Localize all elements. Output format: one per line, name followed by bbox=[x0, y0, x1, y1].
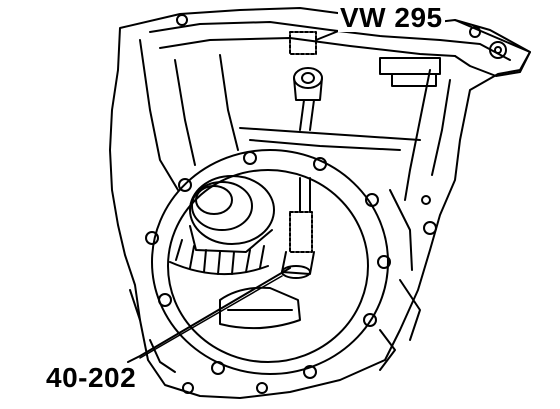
bolt-hole-d bbox=[365, 193, 379, 207]
top-flange-inner bbox=[159, 37, 456, 57]
vw295-tool-body bbox=[293, 77, 323, 101]
gear-teeth bbox=[175, 239, 265, 275]
shaft-bearing-mid bbox=[191, 181, 253, 231]
shaft-sleeve bbox=[189, 225, 273, 253]
vw295-tool-head-inner bbox=[301, 72, 315, 84]
bolt-hole-m bbox=[423, 221, 437, 235]
vw295-tool-shaft bbox=[299, 99, 315, 131]
bolt-hole-h bbox=[363, 313, 377, 327]
bolt-hole-e bbox=[145, 231, 159, 245]
upper-rib-right bbox=[404, 69, 431, 201]
top-flange bbox=[149, 21, 511, 61]
upper-rib-right-2 bbox=[431, 79, 451, 176]
right-rib-1 bbox=[389, 189, 413, 271]
bolt-hole-g bbox=[158, 293, 172, 307]
top-boss-block bbox=[379, 57, 441, 75]
bolt-hole-n bbox=[421, 195, 431, 205]
inner-shelf-2 bbox=[249, 139, 401, 151]
bolt-hole-j bbox=[303, 365, 317, 379]
upper-rib-2 bbox=[174, 59, 196, 166]
top-boss-block-2 bbox=[391, 73, 437, 87]
flange-hole-4 bbox=[176, 14, 188, 26]
flange-hole-1 bbox=[489, 41, 507, 59]
t40202-leader-2 bbox=[139, 275, 283, 359]
upper-rib-3 bbox=[219, 54, 239, 151]
inner-shelf bbox=[239, 127, 421, 141]
bolt-hole-a bbox=[243, 151, 257, 165]
shaft-bearing-inner bbox=[195, 185, 233, 215]
lower-pocket bbox=[219, 286, 301, 330]
gear-rim bbox=[169, 261, 269, 276]
t40202-tool-body bbox=[281, 251, 315, 275]
bolt-hole-l bbox=[182, 382, 194, 394]
flange-hole-3 bbox=[469, 26, 481, 38]
flange-hole-2 bbox=[494, 46, 502, 54]
vw295-tool-top bbox=[289, 31, 317, 55]
shaft-bearing-outer bbox=[189, 175, 275, 245]
t40202-tool-sleeve bbox=[289, 211, 313, 253]
bolt-hole-b bbox=[313, 157, 327, 171]
bell-opening-inner bbox=[167, 169, 369, 363]
bell-opening-outer bbox=[151, 149, 389, 375]
bolt-hole-c bbox=[178, 178, 192, 192]
callout-40-202: 40-202 bbox=[44, 362, 139, 393]
right-rib-3 bbox=[379, 329, 396, 371]
vw295-tool-head bbox=[293, 67, 323, 89]
left-lower-rib-2 bbox=[129, 289, 141, 321]
right-flange-ear bbox=[454, 19, 531, 77]
t40202-leader bbox=[127, 267, 291, 363]
bolt-hole-f bbox=[377, 255, 391, 269]
t40202-tool-stem bbox=[299, 177, 311, 213]
callout-vw295: VW 295 bbox=[338, 2, 445, 33]
upper-rib-left bbox=[139, 39, 179, 191]
right-rib-2 bbox=[399, 279, 421, 341]
bolt-hole-i bbox=[211, 361, 225, 375]
bolt-hole-k bbox=[256, 382, 268, 394]
